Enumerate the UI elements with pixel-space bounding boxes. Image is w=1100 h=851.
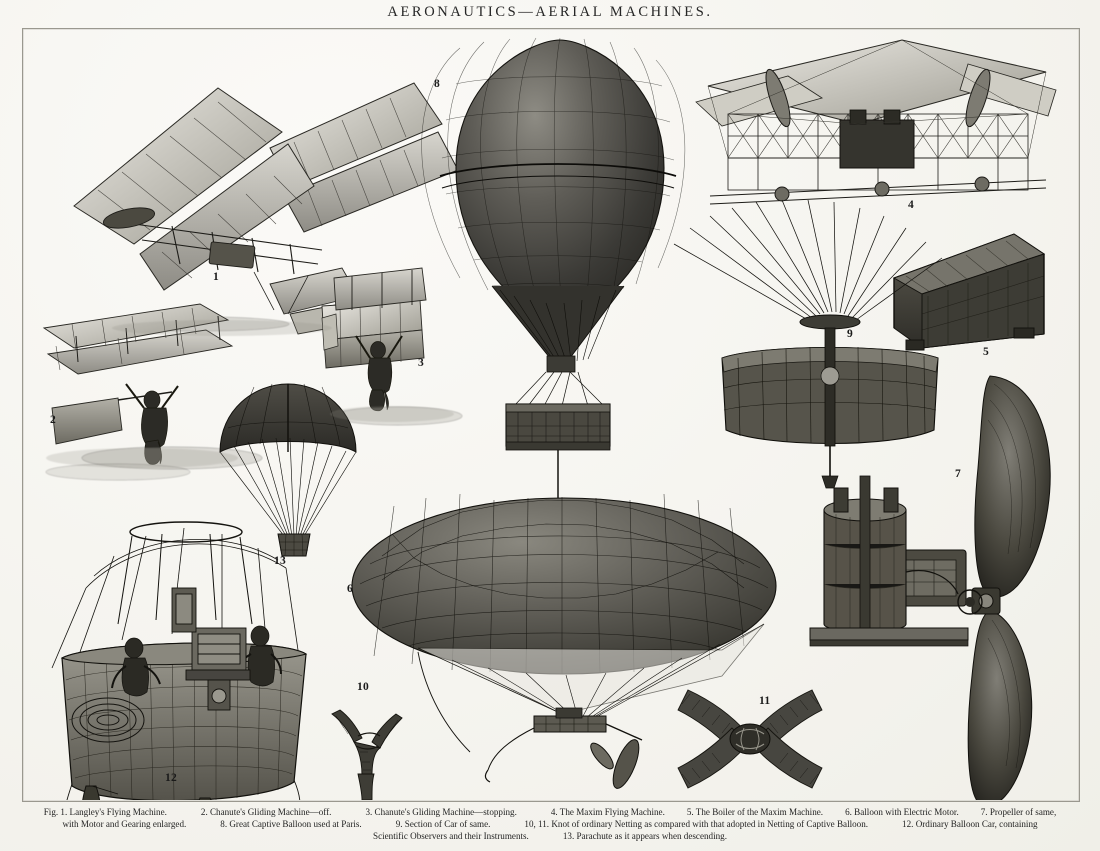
caption-item-7: 7. Propeller of same,: [980, 807, 1057, 817]
figure-label-8: 8: [434, 78, 441, 90]
figure-8-great-captive-balloon-paris: [421, 37, 686, 509]
caption-item-9: 9. Section of Car of same.: [395, 819, 491, 830]
caption-item-5: 5. The Boiler of the Maxim Machine.: [686, 807, 824, 817]
figure-7-propeller-motor-gearing: [809, 375, 1051, 800]
figure-label-3: 3: [418, 357, 425, 369]
figure-13-parachute-descending: [219, 383, 357, 557]
figure-6-balloon-with-electric-motor: [351, 493, 777, 789]
figure-label-4: 4: [908, 199, 915, 211]
caption-line-2: with Motor and Gearing enlarged. 8. Great…: [0, 818, 1100, 830]
caption-item-2: 2. Chanute's Gliding Machine—off.: [200, 807, 332, 817]
caption-item-7-cont: with Motor and Gearing enlarged.: [62, 819, 187, 830]
figure-label-2: 2: [50, 414, 57, 426]
figure-12-ordinary-balloon-car: [51, 521, 308, 800]
figure-11-captive-balloon-netting-knot: [677, 689, 823, 789]
caption-item-3: 3. Chanute's Gliding Machine—stopping.: [365, 807, 517, 817]
plate-artwork: [22, 28, 1078, 800]
caption-item-13: 13. Parachute as it appears when descend…: [562, 831, 727, 842]
caption-item-10-11: 10, 11. Knot of ordinary Netting as comp…: [524, 819, 869, 830]
figure-label-7: 7: [955, 468, 962, 480]
figure-label-12: 12: [165, 772, 178, 784]
caption-item-12: 12. Ordinary Balloon Car, containing: [902, 819, 1038, 830]
caption-line-3: Scientific Observers and their Instrumen…: [0, 830, 1100, 842]
figure-3-chanute-gliding-machine-stopping: [321, 267, 463, 426]
figure-10-ordinary-netting-knot: [331, 709, 403, 800]
figure-9-section-of-car: [673, 199, 943, 489]
figure-label-6: 6: [347, 583, 354, 595]
caption-item-1: Fig. 1. Langley's Flying Machine.: [43, 807, 167, 817]
caption-item-8: 8. Great Captive Balloon used at Paris.: [220, 819, 362, 830]
caption-item-6: 6. Balloon with Electric Motor.: [845, 807, 959, 817]
plate-title: AERONAUTICS—AERIAL MACHINES.: [387, 4, 713, 20]
caption-item-4: 4. The Maxim Flying Machine.: [550, 807, 665, 817]
figure-5-maxim-machine-boiler: [892, 233, 1046, 351]
figure-label-10: 10: [357, 681, 370, 693]
figure-label-13: 13: [274, 555, 287, 567]
caption-line-1: Fig. 1. Langley's Flying Machine. 2. Chan…: [0, 806, 1100, 818]
plate-caption-block: Fig. 1. Langley's Flying Machine. 2. Chan…: [0, 806, 1100, 842]
figure-label-9: 9: [847, 328, 854, 340]
figure-label-5: 5: [983, 346, 990, 358]
figure-label-1: 1: [213, 271, 220, 283]
figure-4-maxim-flying-machine: [695, 39, 1057, 205]
figure-label-11: 11: [759, 695, 771, 707]
caption-item-12-cont: Scientific Observers and their Instrumen…: [373, 831, 529, 842]
